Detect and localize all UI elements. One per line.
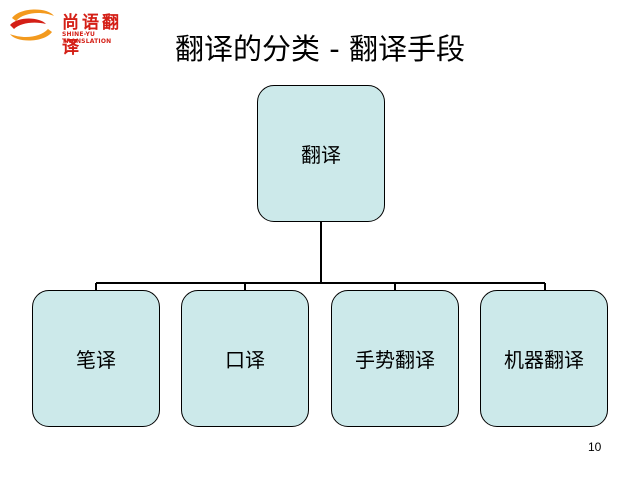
diagram-node-sign-language: 手势翻译 [331, 290, 459, 427]
node-label: 手势翻译 [355, 348, 435, 372]
node-label: 笔译 [76, 348, 116, 372]
logo-chinese-text: 尚语翻译 [62, 13, 122, 58]
diagram-node-root: 翻译 [257, 85, 385, 222]
page-number: 10 [588, 440, 602, 454]
diagram-node-written-translation: 笔译 [32, 290, 160, 427]
node-label: 翻译 [301, 143, 341, 167]
company-logo: 尚语翻译 SHINE-YU TRANSLATION [6, 6, 138, 58]
swoosh-logo-icon [10, 9, 54, 41]
node-label: 机器翻译 [504, 348, 584, 372]
slide-title: 翻译的分类 - 翻译手段 [175, 32, 465, 66]
node-label: 口译 [225, 348, 265, 372]
diagram-node-interpretation: 口译 [181, 290, 309, 427]
diagram-node-machine-translation: 机器翻译 [480, 290, 608, 427]
logo-english-text: SHINE-YU TRANSLATION [62, 31, 112, 45]
